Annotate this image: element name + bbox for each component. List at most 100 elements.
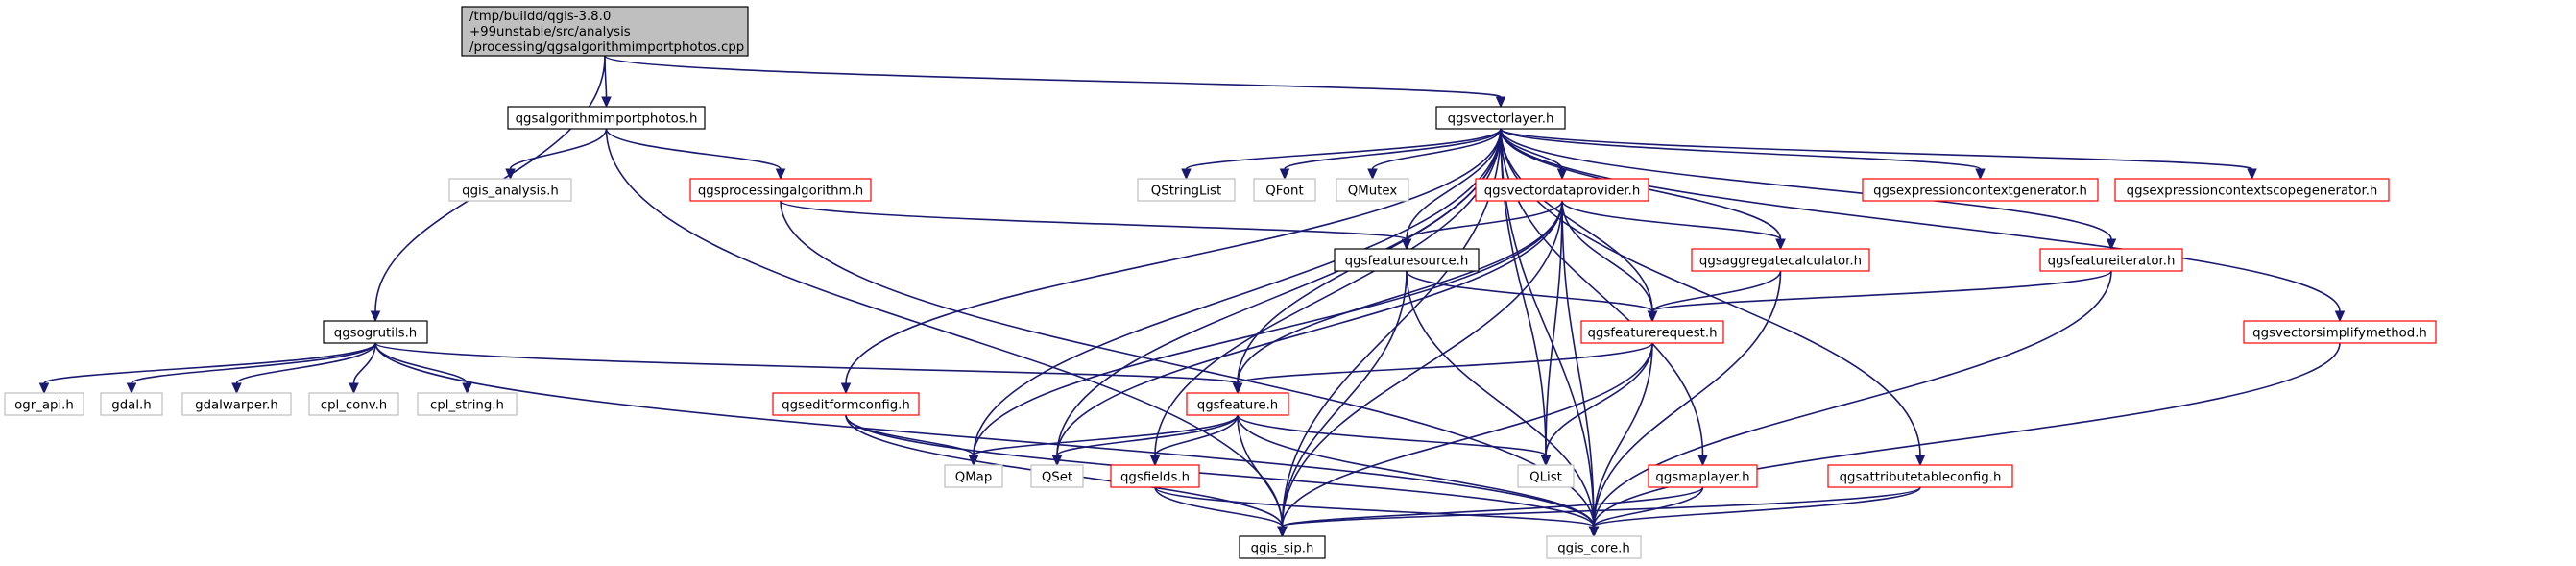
node-box <box>2243 320 2437 344</box>
edge-root-to-qgsalgorithmimportphotos_h <box>601 55 612 109</box>
node-box <box>1186 392 1289 416</box>
node-box <box>1546 535 1642 559</box>
node-box <box>944 464 1003 488</box>
node-label: qgseditformconfig.h <box>782 399 910 413</box>
edge-qgsvectordataprovider_h-to-qgsfeaturesource_h <box>1401 200 1563 251</box>
node-label: +99unstable/src/analysis <box>469 25 631 39</box>
edge-qgsogrutils_h-to-qgsfeature_h <box>374 342 1243 395</box>
node-box <box>1862 178 2099 202</box>
node-qgis-sip-h[interactable]: qgis_sip.h <box>1239 535 1326 559</box>
node-label: qgsfeaturerequest.h <box>1587 327 1717 341</box>
node-box <box>1580 320 1724 344</box>
edge-root-to-qgsvectorlayer_h <box>604 55 1506 109</box>
node-label: QList <box>1529 471 1562 485</box>
edge-qgsfeaturesource_h-to-qgsfeaturerequest_h <box>1406 270 1658 323</box>
edge-qgsvectordataprovider_h-to-qset <box>1051 200 1563 467</box>
node-qgsvectorsimplifymethod-h[interactable]: qgsvectorsimplifymethod.h <box>2243 320 2437 344</box>
node-label: qgsvectordataprovider.h <box>1484 185 1641 199</box>
edge-qgsvectorlayer_h-to-qgsfeatureiterator_h <box>1500 128 2117 251</box>
node-tmp-buildd-qgis-3-8-0-99unstable-src-analysis-processing-qgsalgorithmimportphotos-cpp[interactable]: /tmp/buildd/qgis-3.8.0+99unstable/src/an… <box>461 6 749 57</box>
node-box <box>1691 248 1870 272</box>
node-qgsexpressioncontextgenerator-h[interactable]: qgsexpressioncontextgenerator.h <box>1862 178 2099 202</box>
node-box <box>1030 464 1084 488</box>
node-qgis-analysis-h: qgis_analysis.h <box>448 178 572 202</box>
node-label: qgsfeature.h <box>1197 399 1278 413</box>
node-qmap: QMap <box>944 464 1003 488</box>
node-box <box>1239 535 1326 559</box>
node-gdalwarper-h: gdalwarper.h <box>181 392 292 416</box>
edge-qgsfeaturerequest_h-to-qgsfeature_h <box>1232 342 1653 395</box>
node-label: qgsvectorsimplifymethod.h <box>2252 327 2427 341</box>
edge-qgsfeature_h-to-qgsfields_h <box>1149 414 1239 467</box>
edge-qgsvectordataprovider_h-to-qgsaggregatecalculator_h <box>1561 200 1786 251</box>
edge-qgsprocessingalgorithm_h-to-qgsfeaturesource_h <box>780 200 1412 251</box>
node-box <box>1827 464 2013 488</box>
edge-qgsfeature_h-to-qlist <box>1237 414 1552 467</box>
node-label: qgsogrutils.h <box>334 327 417 341</box>
edge-qgsfeature_h-to-qset <box>1051 414 1239 467</box>
node-label: gdal.h <box>111 399 151 413</box>
node-label: gdalwarper.h <box>195 399 278 413</box>
node-box <box>1336 178 1409 202</box>
node-box <box>689 178 872 202</box>
node-qlist: QList <box>1517 464 1575 488</box>
node-qstringlist: QStringList <box>1137 178 1236 202</box>
node-qgsmaplayer-h[interactable]: qgsmaplayer.h <box>1648 464 1758 488</box>
node-label: cpl_conv.h <box>321 399 387 413</box>
node-label: /tmp/buildd/qgis-3.8.0 <box>469 10 611 24</box>
node-label: qgis_analysis.h <box>462 185 559 199</box>
node-box <box>1517 464 1575 488</box>
node-label: qgsfields.h <box>1120 471 1190 485</box>
node-label: qgsmaplayer.h <box>1655 471 1749 485</box>
node-qgsvectorlayer-h[interactable]: qgsvectorlayer.h <box>1435 106 1566 130</box>
node-box <box>772 392 920 416</box>
node-qset: QSet <box>1030 464 1084 488</box>
edge-qgsfeatureiterator_h-to-qgsfeaturerequest_h <box>1647 270 2112 323</box>
node-box <box>507 106 706 130</box>
edge-qgsvectorlayer_h-to-qgseditformconfig_h <box>840 128 1502 395</box>
edge-qgsvectorlayer_h-to-qfont <box>1279 128 1502 181</box>
node-label: QSet <box>1042 471 1072 485</box>
node-cpl-string-h: cpl_string.h <box>417 392 518 416</box>
node-label: qgis_sip.h <box>1251 542 1314 556</box>
node-qgsprocessingalgorithm-h[interactable]: qgsprocessingalgorithm.h <box>689 178 872 202</box>
edge-qgsalgorithmimportphotos_h-to-qgsprocessingalgorithm_h <box>605 128 786 181</box>
node-qgsaggregatecalculator-h[interactable]: qgsaggregatecalculator.h <box>1691 248 1870 272</box>
node-qgsalgorithmimportphotos-h[interactable]: qgsalgorithmimportphotos.h <box>507 106 706 130</box>
node-label: qgsfeatureiterator.h <box>2048 255 2176 269</box>
node-label: qgsvectorlayer.h <box>1448 112 1554 127</box>
node-qgsfields-h[interactable]: qgsfields.h <box>1110 464 1200 488</box>
node-box <box>1253 178 1316 202</box>
node-qgsattributetableconfig-h[interactable]: qgsattributetableconfig.h <box>1827 464 2013 488</box>
edge-qgsogrutils_h-to-cpl_string_h <box>374 342 472 395</box>
edge-qgsvectorlayer_h-to-qgsfeaturerequest_h <box>1500 128 1658 323</box>
node-qgsexpressioncontextscopegenerator-h[interactable]: qgsexpressioncontextscopegenerator.h <box>2114 178 2390 202</box>
node-box <box>100 392 163 416</box>
node-label: qgis_core.h <box>1557 542 1630 556</box>
edge-qgsvectorlayer_h-to-qstringlist <box>1181 128 1502 181</box>
node-qgsfeatureiterator-h[interactable]: qgsfeatureiterator.h <box>2039 248 2183 272</box>
node-qgsfeaturesource-h[interactable]: qgsfeaturesource.h <box>1334 248 1480 272</box>
node-box <box>323 320 428 344</box>
node-label: /processing/qgsalgorithmimportphotos.cpp <box>469 40 744 55</box>
node-box <box>448 178 572 202</box>
node-box <box>2039 248 2183 272</box>
node-box <box>1648 464 1758 488</box>
node-qgseditformconfig-h[interactable]: qgseditformconfig.h <box>772 392 920 416</box>
node-qgsfeature-h[interactable]: qgsfeature.h <box>1186 392 1289 416</box>
edge-qgsvectorlayer_h-to-qmutex <box>1367 128 1502 181</box>
node-box <box>4 392 84 416</box>
edge-qgsaggregatecalculator_h-to-qgsfeaturerequest_h <box>1647 270 1782 323</box>
edge-qgsfeatureiterator_h-to-qgis_core_h <box>1588 270 2112 538</box>
node-box <box>1435 106 1566 130</box>
edge-qgsfeaturesource_h-to-qgis_sip_h <box>1277 270 1408 538</box>
edge-qgsattributetableconfig_h-to-qgis_sip_h <box>1277 486 1921 538</box>
node-box <box>2114 178 2390 202</box>
node-qgsvectordataprovider-h[interactable]: qgsvectordataprovider.h <box>1475 178 1649 202</box>
node-label: qgsprocessingalgorithm.h <box>698 185 863 199</box>
node-qfont: QFont <box>1253 178 1316 202</box>
node-qgsfeaturerequest-h[interactable]: qgsfeaturerequest.h <box>1580 320 1724 344</box>
node-qgsogrutils-h[interactable]: qgsogrutils.h <box>323 320 428 344</box>
edges-layer <box>38 55 2346 538</box>
node-box <box>1110 464 1200 488</box>
